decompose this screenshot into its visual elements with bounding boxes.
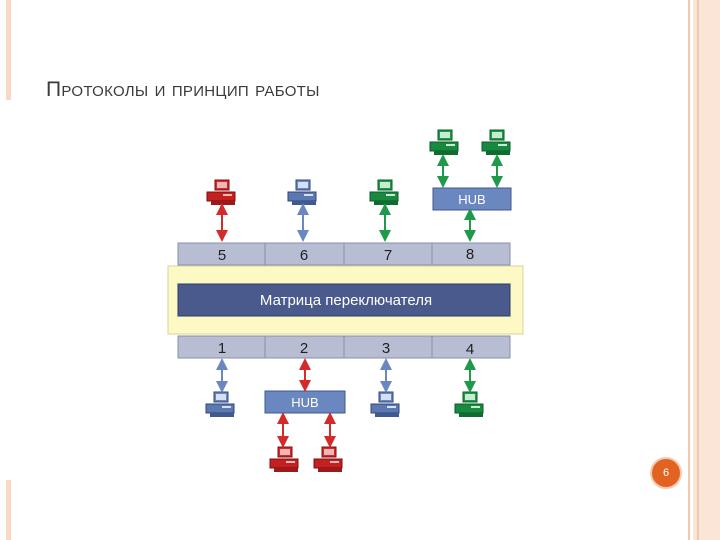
port-5: 5	[218, 247, 226, 264]
hub-top-label: HUB	[458, 192, 485, 207]
port-2: 2	[300, 340, 308, 357]
computer-blue-icon	[205, 391, 235, 418]
computer-blue-icon	[287, 179, 317, 206]
computer-blue-icon	[370, 391, 400, 418]
port-6: 6	[300, 247, 308, 264]
computer-green-icon	[369, 179, 399, 206]
port-1: 1	[218, 340, 226, 357]
page-number-badge: 6	[650, 457, 682, 489]
left-border-decoration-bottom	[6, 480, 11, 540]
port-8: 8	[466, 246, 474, 263]
computer-green-icon	[429, 129, 459, 156]
hub-bottom-label: HUB	[291, 395, 318, 410]
port-3: 3	[382, 340, 390, 357]
port-4: 4	[466, 341, 474, 358]
left-border-decoration-top	[6, 0, 11, 100]
computer-red-icon	[206, 179, 236, 206]
switch-matrix	[177, 283, 511, 317]
computer-red-icon	[313, 446, 343, 473]
computer-green-icon	[454, 391, 484, 418]
slide-title: Протоколы и принцип работы	[46, 78, 320, 101]
computer-green-icon	[481, 129, 511, 156]
right-border-line	[688, 0, 690, 540]
port-7: 7	[384, 247, 392, 264]
switch-matrix-label: Матрица переключателя	[260, 292, 432, 309]
computer-red-icon	[269, 446, 299, 473]
right-border-line	[697, 0, 699, 540]
